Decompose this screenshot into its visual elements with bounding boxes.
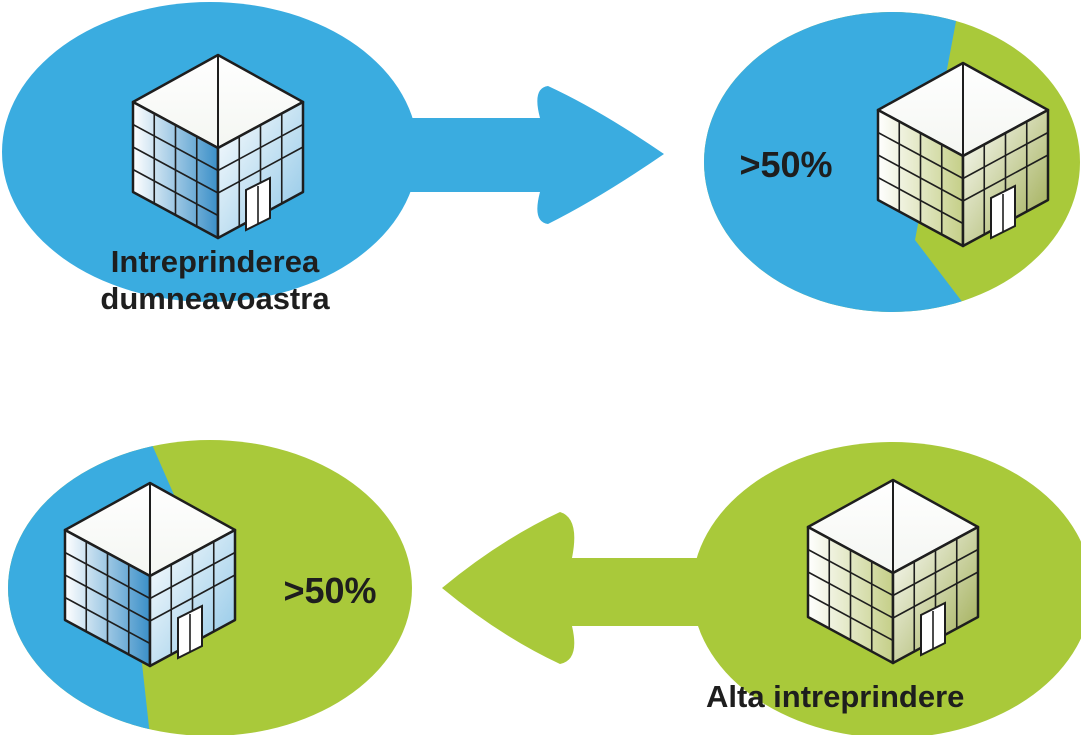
other-company-label: Alta intreprindere (706, 679, 964, 714)
your-company-label-line2: dumneavoastra (100, 281, 330, 316)
building-icon (63, 481, 237, 668)
top-percentage-label: >50% (739, 144, 832, 185)
building-icon (131, 53, 305, 240)
your-company-label-line1: Intreprinderea (111, 244, 320, 279)
bottom-percentage-label: >50% (283, 570, 376, 611)
building-icon (876, 61, 1050, 248)
arrow-left-icon (442, 512, 715, 664)
building-icon (806, 478, 980, 665)
arrow-right-icon (400, 86, 664, 224)
